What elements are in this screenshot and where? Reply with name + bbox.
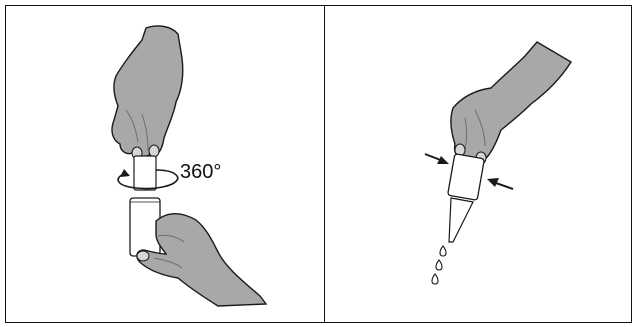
- drop-icon: [440, 246, 446, 256]
- panel-squeeze-drops: [324, 5, 632, 323]
- panel-open-cap-art: 360°: [6, 6, 326, 324]
- hand-squeezing-bottle: [451, 42, 571, 164]
- rotation-label: 360°: [180, 161, 221, 183]
- hand-holding-bottle: [137, 214, 266, 306]
- press-arrow-icon: [425, 154, 449, 164]
- drop-icon: [436, 260, 442, 270]
- press-arrow-icon: [487, 178, 513, 189]
- dropper-tip: [449, 198, 473, 242]
- hand-twisting-cap: [112, 26, 183, 159]
- bottle: [448, 154, 485, 201]
- drop-icon: [432, 274, 438, 284]
- bottle-cap: [134, 156, 156, 190]
- panel-open-cap: 360°: [5, 5, 325, 323]
- panel-squeeze-drops-art: [325, 6, 633, 324]
